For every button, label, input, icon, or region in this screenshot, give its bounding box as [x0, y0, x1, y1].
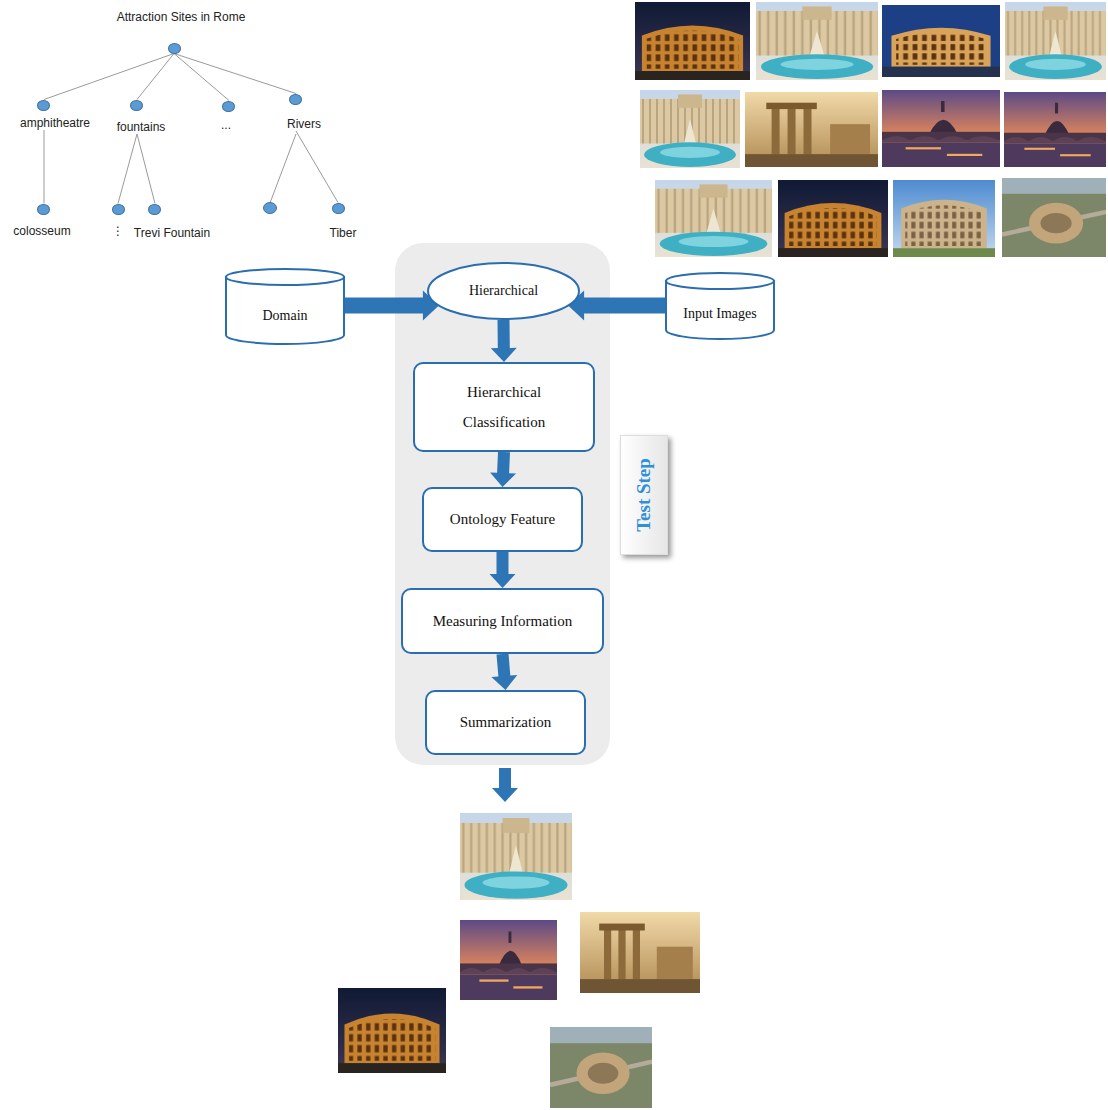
tree-dot — [148, 204, 161, 215]
process-box: Summarization — [425, 690, 586, 755]
photo — [882, 5, 1000, 77]
flow-arrow — [491, 654, 517, 691]
photo — [1005, 2, 1106, 80]
tree-label: Rivers — [287, 117, 321, 131]
photo — [1002, 178, 1106, 257]
tree-label: Tiber — [330, 226, 357, 240]
cylinder-outline — [225, 268, 345, 345]
tree-node: ... — [221, 101, 236, 133]
input-photo-grid — [635, 2, 1106, 257]
tree-dot — [168, 43, 181, 54]
flow-arrow — [490, 452, 516, 487]
photo — [745, 92, 878, 167]
tree-node: ⋮ — [112, 204, 125, 239]
photo — [1004, 92, 1106, 167]
photo — [640, 90, 740, 168]
cylinder-body — [226, 277, 344, 344]
tree-node: Attraction Sites in Rome — [117, 10, 246, 54]
tree-label: Attraction Sites in Rome — [117, 10, 246, 24]
photo — [893, 180, 995, 257]
photo — [338, 988, 446, 1073]
photo — [882, 90, 1000, 167]
tree-branch — [44, 54, 174, 100]
node-label: Summarization — [460, 714, 552, 731]
tree-branch — [137, 134, 155, 204]
tree-branch — [174, 54, 296, 94]
tree-dot — [112, 204, 125, 215]
node-label: Hierarchical Classification — [439, 377, 569, 437]
node-label: Ontology Feature — [450, 511, 555, 528]
node-label: Domain — [262, 308, 307, 324]
tree-branch — [118, 134, 137, 204]
photo — [635, 2, 750, 80]
tree-node: fountains — [117, 100, 166, 135]
tree-node: Rivers — [287, 94, 321, 132]
tree-dot — [289, 94, 302, 105]
tree-dot — [37, 204, 50, 215]
tree-label: amphitheatre — [20, 116, 90, 130]
tree-label: ⋮ — [112, 224, 124, 238]
photo — [655, 180, 772, 257]
tree-label: Trevi Fountain — [134, 226, 210, 240]
tree-dot — [37, 100, 50, 111]
photo — [580, 912, 700, 993]
photo — [550, 1027, 652, 1108]
tree-label: fountains — [117, 120, 166, 134]
database-cylinder: Domain — [225, 268, 345, 345]
output-arrow — [492, 768, 518, 802]
node-label: Input Images — [683, 306, 756, 322]
cylinder-top — [226, 269, 344, 285]
flow-arrow — [490, 552, 516, 588]
tree-dot — [222, 101, 235, 112]
tree-node: amphitheatre — [20, 100, 90, 131]
process-ellipse: Hierarchical — [427, 262, 580, 320]
node-label: Measuring Information — [433, 613, 573, 630]
tree-label: ... — [221, 118, 231, 132]
process-panel — [395, 243, 610, 765]
tree-node: colosseum — [13, 204, 70, 239]
tree-dot — [264, 203, 277, 214]
flow-arrow — [491, 320, 517, 362]
process-box: Measuring Information — [401, 588, 604, 654]
tree-branch — [296, 131, 338, 203]
node-label: Test Step — [633, 458, 655, 532]
tree-label: colosseum — [13, 224, 70, 238]
tree-branch — [174, 54, 229, 101]
database-cylinder: Input Images — [665, 272, 775, 340]
photo — [460, 813, 572, 900]
tree-dot — [130, 100, 143, 111]
output-photos — [338, 813, 700, 1108]
process-box: Hierarchical Classification — [413, 362, 595, 452]
ellipse-shape — [428, 263, 579, 319]
flow-arrow — [568, 291, 665, 321]
step-tab: Test Step — [620, 435, 668, 555]
photo — [756, 2, 878, 80]
flow-arrow — [345, 291, 439, 321]
node-label: Hierarchical — [469, 283, 538, 299]
cylinder-top — [666, 273, 774, 289]
tree-branch — [43, 130, 44, 204]
tree-node: Trevi Fountain — [134, 204, 210, 241]
tree-branch — [270, 134, 296, 203]
photo — [460, 920, 557, 1000]
tree-dot — [332, 203, 345, 214]
process-box: Ontology Feature — [422, 487, 583, 552]
tree-branch — [137, 54, 174, 100]
tree-node: Tiber — [330, 203, 357, 241]
photo — [778, 180, 888, 257]
